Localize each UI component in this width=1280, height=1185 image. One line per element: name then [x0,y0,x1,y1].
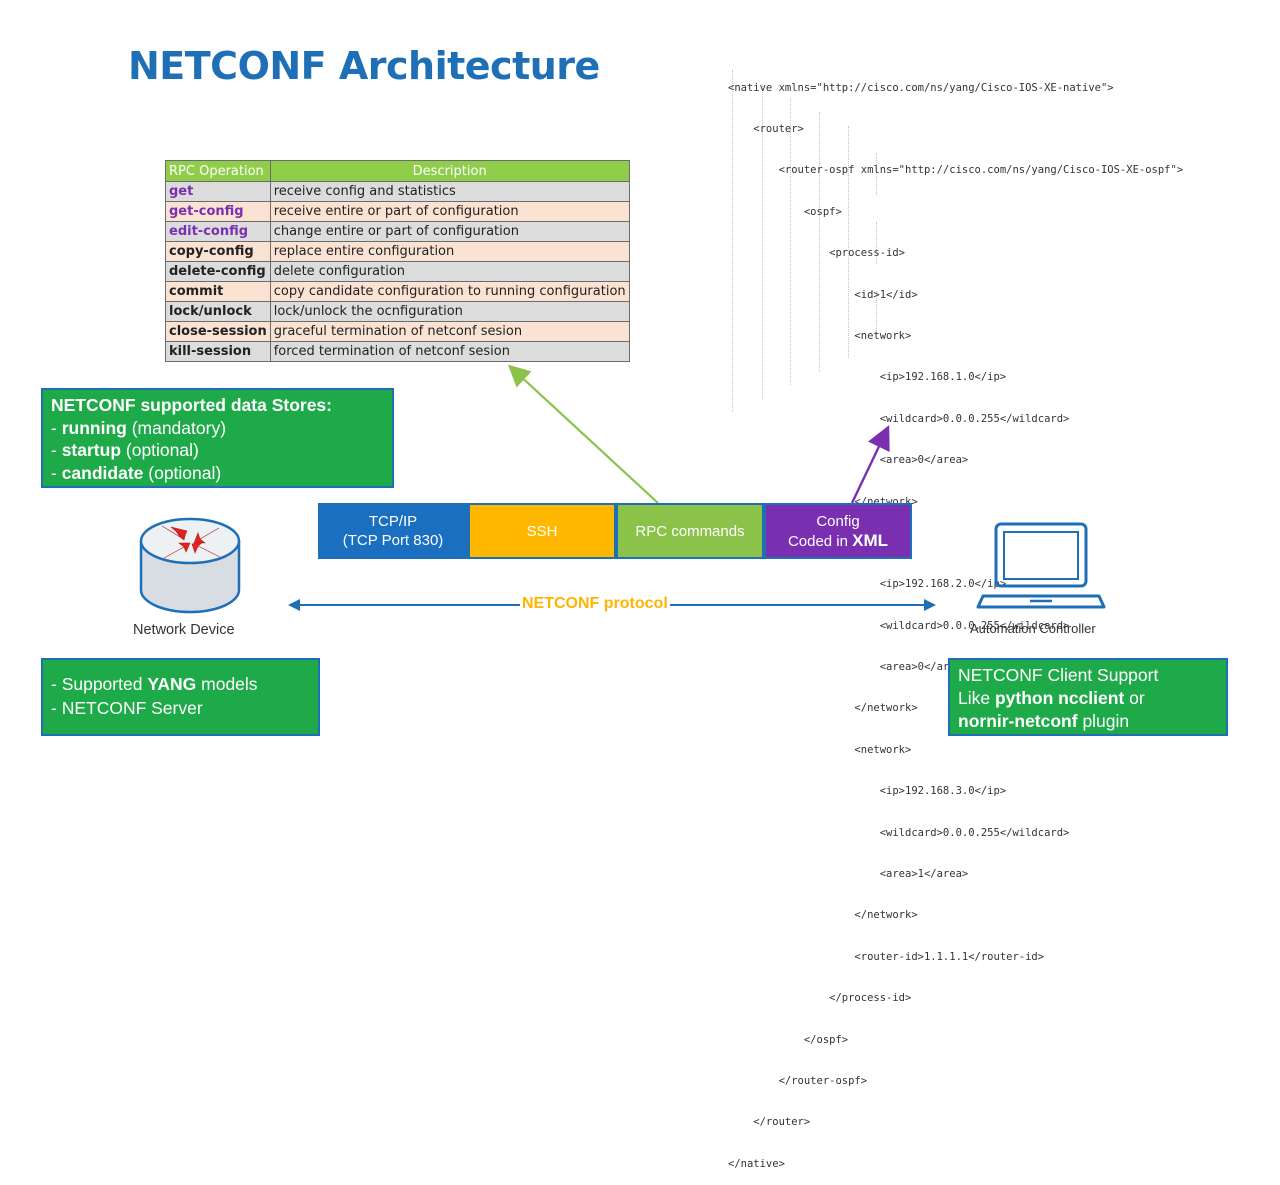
data-store-item: - candidate (optional) [51,462,222,483]
rpc-op-cell: lock/unlock [165,301,271,322]
table-row: delete-config delete configuration [165,261,630,282]
xml-line: <router-id>1.1.1.1</router-id> [728,950,1045,963]
coded-in-label: Coded in [787,532,853,550]
xml-line: <network> [728,743,912,756]
netconf-server-line: - NETCONF Server [51,698,203,718]
rpc-desc-cell: graceful termination of netconf sesion [269,321,630,342]
xml-line: <router> [728,122,804,135]
xml-label: XML [852,530,889,550]
config-label: Config [816,512,860,530]
page-title: NETCONF Architecture [128,44,600,88]
xml-line: <area>0</area> [728,454,969,467]
netconf-protocol-label: NETCONF protocol [520,595,670,613]
table-row: copy-config replace entire configuration [165,241,630,262]
data-stores-box: NETCONF supported data Stores: - running… [41,388,394,488]
rpc-op-cell: edit-config [165,221,271,242]
client-support-heading: NETCONF Client Support [958,665,1159,685]
router-icon [139,517,241,614]
xml-line: <native xmlns="http://cisco.com/ns/yang/… [728,81,1114,94]
ssh-layer: SSH [468,503,616,559]
xml-line: </router-ospf> [728,1074,868,1087]
rpc-operations-table: RPC Operation Description get receive co… [165,160,630,362]
xml-line: <wildcard>0.0.0.255</wildcard> [728,619,1070,632]
data-stores-heading: NETCONF supported data Stores: [51,395,332,415]
tcp-ip-label: TCP/IP [368,513,418,530]
data-store-item: - startup (optional) [51,440,199,460]
xml-line: <process-id> [728,247,906,260]
data-store-name: running [61,417,127,438]
xml-indent-guide [762,84,763,399]
ssh-label: SSH [526,522,558,540]
xml-line: <area>1</area> [728,868,969,881]
xml-line: <ip>192.168.2.0</ip> [728,578,1007,591]
xml-line: <ip>192.168.1.0</ip> [728,371,1007,384]
rpc-desc-cell: replace entire configuration [269,241,630,262]
network-device-features-box: - Supported YANG models - NETCONF Server [41,658,320,736]
rpc-commands-layer: RPC commands [616,503,764,559]
xml-line: <ospf> [728,205,842,218]
automation-controller-label: Automation Controller [970,621,1096,636]
nornir-line: nornir-netconf plugin [958,711,1130,731]
table-row: edit-config change entire or part of con… [165,221,630,242]
diagram-overlay [139,364,1106,614]
table-row: close-session graceful termination of ne… [165,321,630,342]
table-header-row: RPC Operation Description [165,160,630,182]
rpc-op-cell: commit [165,281,271,302]
xml-line: <area>0</area> [728,661,969,674]
laptop-icon [976,522,1106,609]
rpc-desc-cell: change entire or part of configuration [269,221,630,242]
ncclient-line: Like python ncclient or [958,688,1145,708]
rpc-desc-cell: delete configuration [269,261,630,282]
xml-line: </router> [728,1116,811,1129]
table-row: kill-session forced termination of netco… [165,341,630,362]
xml-line: <router-ospf xmlns="http://cisco.com/ns/… [728,164,1184,177]
xml-to-code-arrow [850,425,890,504]
network-device-label: Network Device [133,622,235,638]
rpc-desc-cell: receive entire or part of configuration [269,201,630,222]
data-store-item: - running (mandatory) [51,417,227,438]
xml-line: <wildcard>0.0.0.255</wildcard> [728,826,1070,839]
rpc-op-cell: delete-config [165,261,271,282]
rpc-commands-label: RPC commands [635,522,745,540]
xml-line: </network> [728,702,918,715]
column-header-description: Description [269,160,630,182]
xml-line: <wildcard>0.0.0.255</wildcard> [728,412,1070,425]
xml-indent-guide [876,222,877,264]
xml-indent-guide [790,98,791,385]
rpc-desc-cell: forced termination of netconf sesion [269,341,630,362]
tcp-ip-layer: TCP/IP (TCP Port 830) [318,503,468,559]
yang-models-line: - Supported YANG models [51,674,258,694]
xml-line: </ospf> [728,1033,849,1046]
xml-line: </network> [728,909,918,922]
rpc-op-cell: get-config [165,201,271,222]
xml-line: <ip>192.168.3.0</ip> [728,785,1007,798]
xml-indent-guide [876,153,877,195]
rpc-op-cell: close-session [165,321,271,342]
table-row: commit copy candidate configuration to r… [165,281,630,302]
xml-line: <network> [728,329,912,342]
tcp-port-label: (TCP Port 830) [342,532,444,549]
xml-line: <id>1</id> [728,288,918,301]
xml-indent-guide [819,112,820,372]
xml-line: </process-id> [728,992,912,1005]
xml-indent-guide [848,126,849,358]
data-store-name: startup [61,440,122,460]
xml-indent-guide [876,291,877,333]
xml-line: </native> [728,1157,785,1170]
rpc-to-table-arrow [507,364,659,504]
client-support-box: NETCONF Client Support Like python nccli… [948,658,1228,736]
table-row: get-config receive entire or part of con… [165,201,630,222]
data-store-name: candidate [61,462,144,483]
xml-indent-guide [732,70,733,412]
rpc-desc-cell: copy candidate configuration to running … [269,281,630,302]
